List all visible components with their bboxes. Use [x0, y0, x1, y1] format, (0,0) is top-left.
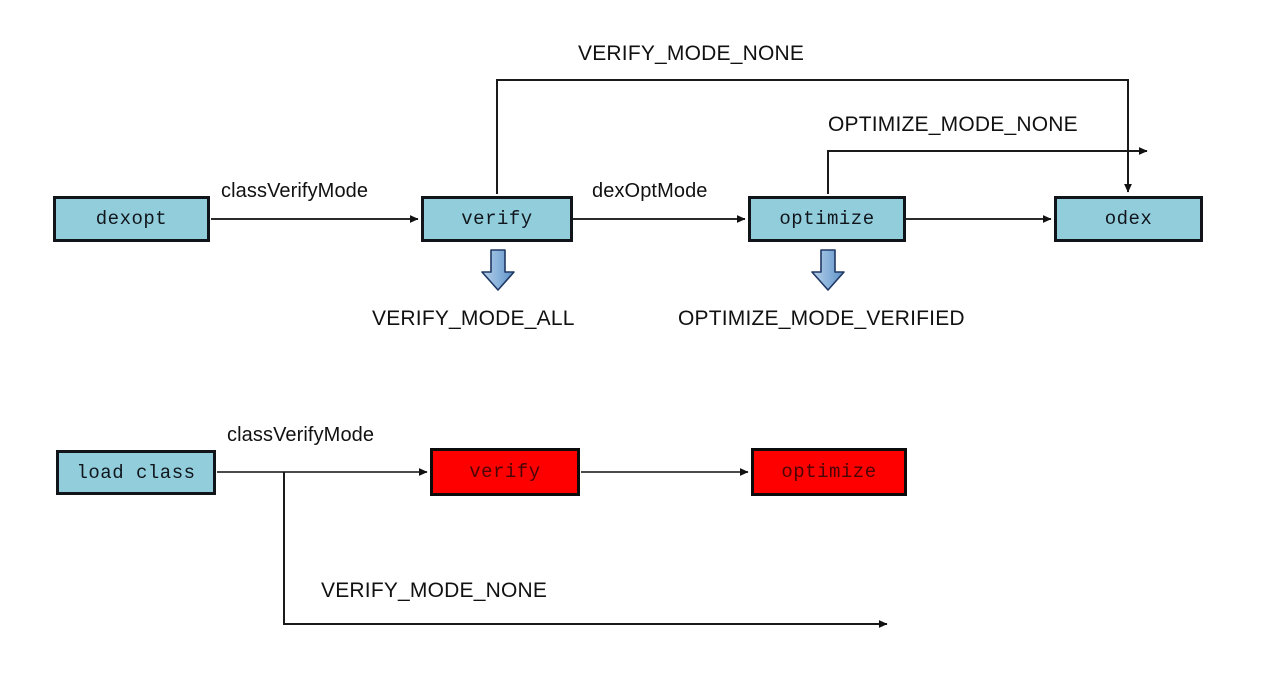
label-verify-mode-none-bottom: VERIFY_MODE_NONE — [321, 579, 548, 602]
node-optimize[interactable]: optimize — [748, 196, 906, 242]
edge-verify-bypass — [496, 79, 1132, 194]
node-load-class-label: load class — [76, 461, 196, 484]
node-odex[interactable]: odex — [1054, 196, 1203, 242]
label-classverifymode-bottom: classVerifyMode — [227, 424, 375, 446]
node-load-class[interactable]: load class — [56, 450, 216, 495]
block-arrow-verify-down — [481, 249, 515, 291]
node-optimize-runtime[interactable]: optimize — [751, 448, 907, 496]
node-verify[interactable]: verify — [421, 196, 573, 242]
label-optimize-mode-none: OPTIMIZE_MODE_NONE — [828, 113, 1078, 136]
node-verify-label: verify — [461, 208, 533, 230]
node-dexopt[interactable]: dexopt — [53, 196, 210, 242]
label-verify-mode-none-top: VERIFY_MODE_NONE — [578, 42, 805, 65]
edge-loadclass-bypass — [283, 472, 888, 628]
edge-optimize-bypass — [827, 147, 1148, 194]
node-verify-runtime[interactable]: verify — [430, 448, 580, 496]
label-verify-mode-all: VERIFY_MODE_ALL — [372, 307, 575, 330]
label-classverifymode-top: classVerifyMode — [221, 180, 369, 202]
node-verify-runtime-label: verify — [469, 461, 541, 483]
label-optimize-mode-verified: OPTIMIZE_MODE_VERIFIED — [678, 307, 965, 330]
node-optimize-runtime-label: optimize — [781, 461, 877, 483]
node-optimize-label: optimize — [779, 208, 875, 230]
block-arrow-optimize-down — [811, 249, 845, 291]
label-dexoptmode: dexOptMode — [592, 180, 708, 202]
node-odex-label: odex — [1104, 208, 1153, 230]
node-dexopt-label: dexopt — [95, 208, 168, 230]
